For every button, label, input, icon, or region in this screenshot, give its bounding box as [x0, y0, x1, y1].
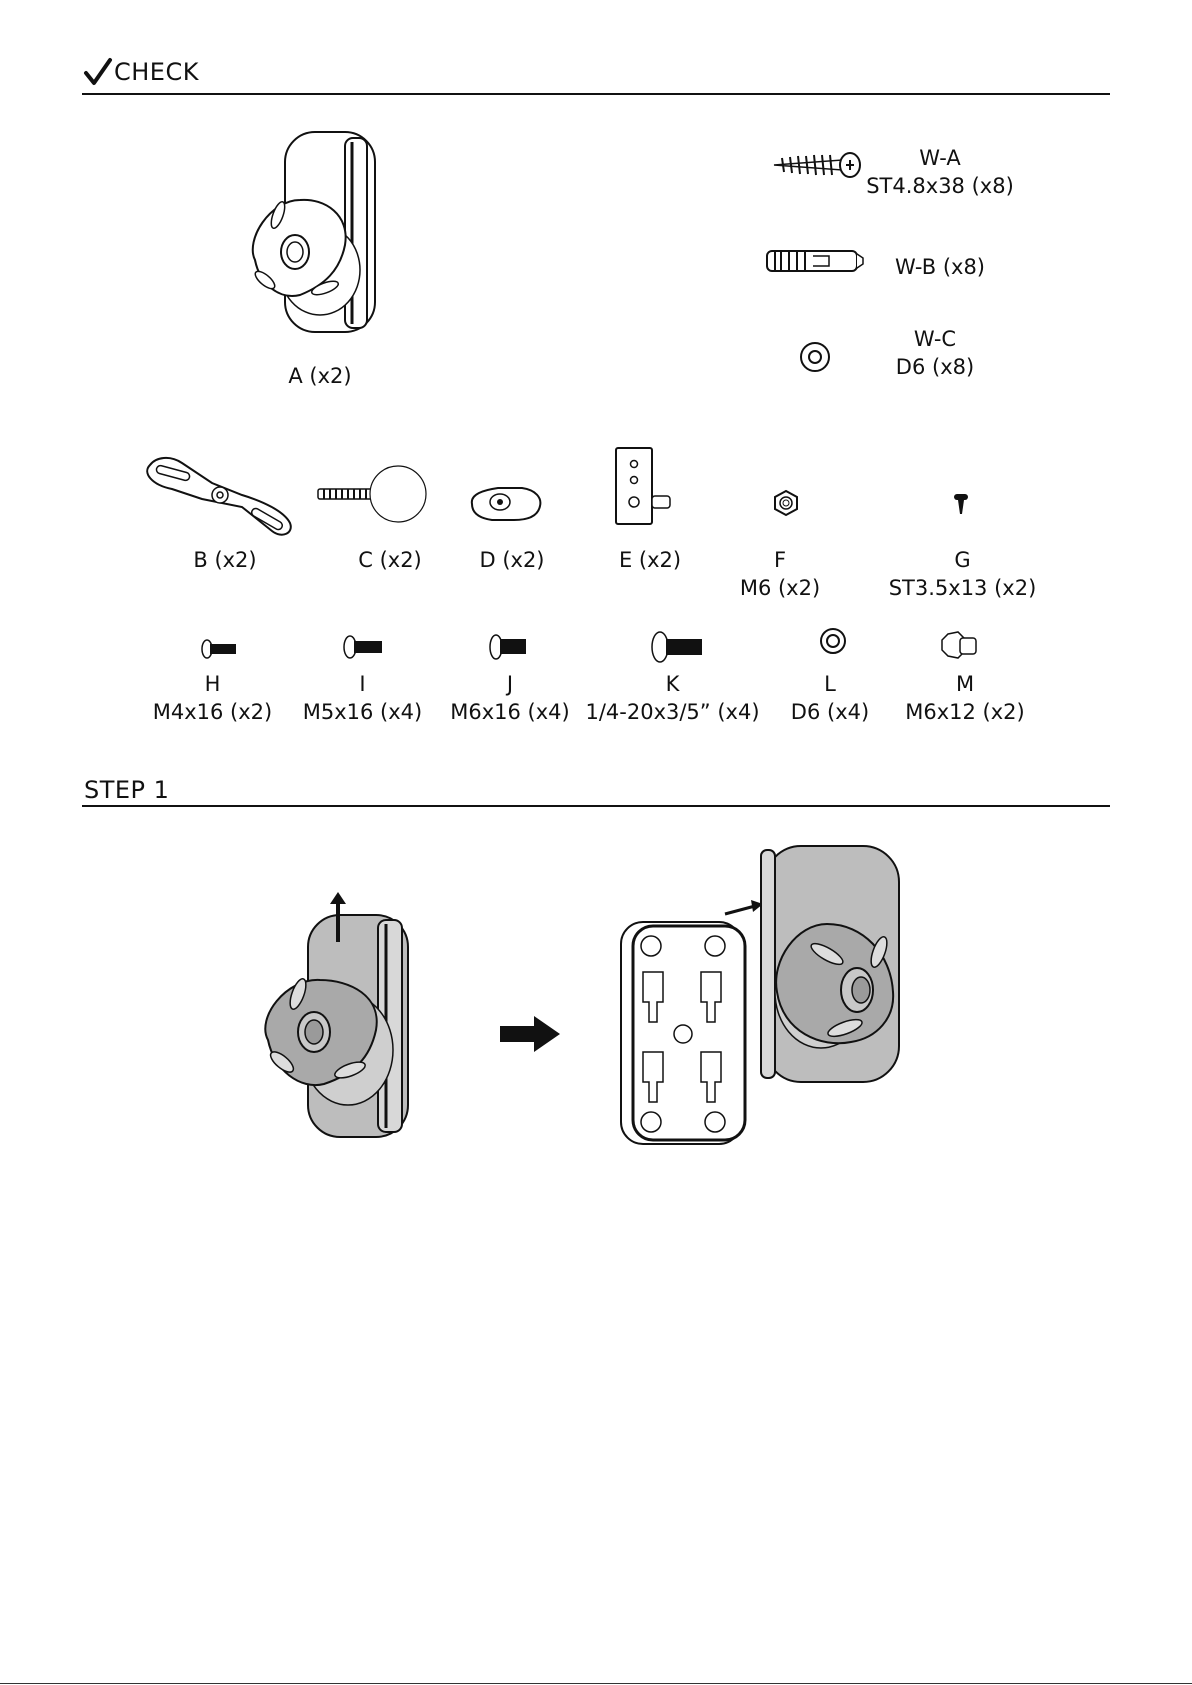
- part-h-label: H M4x16 (x2): [140, 670, 285, 726]
- part-wb-illustration: [765, 246, 865, 276]
- part-j-spec: M6x16 (x4): [440, 698, 580, 726]
- part-a-label: A (x2): [250, 362, 390, 390]
- part-wa-label: W-A ST4.8x38 (x8): [855, 144, 1025, 200]
- part-wb-label: W-B (x8): [880, 253, 1000, 281]
- part-l-illustration: [818, 626, 848, 656]
- part-wa-name: W-A: [855, 144, 1025, 172]
- part-g-illustration: [952, 492, 970, 516]
- part-a-illustration: [240, 120, 400, 340]
- step1-title-text: STEP 1: [84, 776, 169, 804]
- part-f-name: F: [725, 546, 835, 574]
- part-f-illustration: [772, 489, 800, 517]
- part-b-illustration: [142, 455, 297, 545]
- part-b-label: B (x2): [170, 546, 280, 574]
- part-f-label: F M6 (x2): [725, 546, 835, 602]
- part-j-illustration: [488, 632, 528, 662]
- check-divider: [82, 93, 1110, 95]
- part-g-name: G: [870, 546, 1055, 574]
- part-j-label: J M6x16 (x4): [440, 670, 580, 726]
- part-h-illustration: [200, 638, 238, 660]
- part-i-spec: M5x16 (x4): [295, 698, 430, 726]
- part-wc-label: W-C D6 (x8): [870, 325, 1000, 381]
- part-h-spec: M4x16 (x2): [140, 698, 285, 726]
- part-l-name: L: [780, 670, 880, 698]
- part-c-label: C (x2): [340, 546, 440, 574]
- page-bottom-border: [0, 1683, 1192, 1684]
- part-m-name: M: [890, 670, 1040, 698]
- part-c-illustration: [316, 465, 431, 525]
- step1-section-title: STEP 1: [84, 776, 169, 804]
- check-title-text: CHECK: [114, 58, 199, 86]
- part-e-illustration: [614, 446, 674, 526]
- part-wa-spec: ST4.8x38 (x8): [855, 172, 1025, 200]
- part-m-illustration: [940, 630, 980, 660]
- right-arrow-icon: [500, 1016, 562, 1052]
- part-wa-illustration: [772, 150, 862, 180]
- part-e-label: E (x2): [600, 546, 700, 574]
- part-i-illustration: [342, 634, 384, 660]
- part-wc-spec: D6 (x8): [870, 353, 1000, 381]
- part-m-spec: M6x12 (x2): [890, 698, 1040, 726]
- checkmark-icon: [84, 58, 112, 86]
- part-d-illustration: [468, 484, 544, 524]
- part-k-label: K 1/4-20x3/5” (x4): [575, 670, 770, 726]
- check-section-title: CHECK: [84, 58, 199, 86]
- part-wc-name: W-C: [870, 325, 1000, 353]
- part-i-label: I M5x16 (x4): [295, 670, 430, 726]
- part-d-label: D (x2): [462, 546, 562, 574]
- part-f-spec: M6 (x2): [725, 574, 835, 602]
- part-g-label: G ST3.5x13 (x2): [870, 546, 1055, 602]
- part-k-illustration: [650, 630, 704, 664]
- part-wc-illustration: [798, 340, 832, 374]
- part-m-label: M M6x12 (x2): [890, 670, 1040, 726]
- part-i-name: I: [295, 670, 430, 698]
- part-j-name: J: [440, 670, 580, 698]
- part-h-name: H: [140, 670, 285, 698]
- part-l-spec: D6 (x4): [780, 698, 880, 726]
- part-k-name: K: [575, 670, 770, 698]
- step1-divider: [82, 805, 1110, 807]
- part-g-spec: ST3.5x13 (x2): [870, 574, 1055, 602]
- step1-exploded-illustration: [615, 842, 905, 1152]
- step1-bracket-illustration: [258, 890, 428, 1150]
- part-k-spec: 1/4-20x3/5” (x4): [575, 698, 770, 726]
- part-l-label: L D6 (x4): [780, 670, 880, 726]
